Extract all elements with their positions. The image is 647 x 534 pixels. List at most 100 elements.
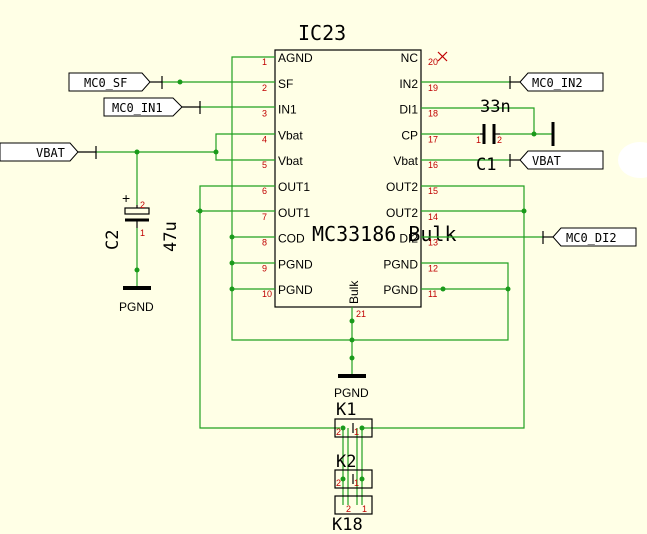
- pin-name-15: OUT2: [386, 180, 418, 194]
- net-label-mc0-in1[interactable]: MC0_IN1: [103, 97, 201, 117]
- ic-body[interactable]: [274, 49, 422, 308]
- pin-name-7: OUT1: [278, 206, 310, 220]
- net-label-vbat-right[interactable]: VBAT: [509, 150, 604, 170]
- pin-name-10: PGND: [278, 283, 313, 297]
- pin-num-8: 8: [262, 238, 267, 248]
- pin-num-14: 14: [428, 212, 438, 222]
- c1-value: 33n: [480, 97, 511, 117]
- ic-value: MC33186 Bulk: [312, 222, 457, 246]
- junction-dot: [505, 286, 511, 292]
- wire-out1: [199, 185, 340, 429]
- net-label-mc0-sf[interactable]: MC0_SF: [68, 72, 163, 92]
- k2-pin-left: 2: [336, 478, 341, 488]
- pin-name-19: IN2: [399, 77, 418, 91]
- capacitor-c1[interactable]: 1 2 33n C1: [476, 97, 511, 175]
- ground-label: PGND: [119, 300, 154, 314]
- connector-k2[interactable]: 2 1 K2: [334, 452, 373, 489]
- junction-dot: [521, 208, 527, 214]
- pin-num-15: 15: [428, 186, 438, 196]
- pin-name-3: IN1: [278, 103, 297, 117]
- junction-dot: [197, 208, 203, 214]
- pin-name-5: Vbat: [278, 154, 303, 168]
- net-label-mc0-di2[interactable]: MC0_DI2: [542, 227, 637, 247]
- pin-num-12: 12: [428, 263, 438, 273]
- wire-pgnd-loop: [231, 56, 509, 341]
- pin-name-16: Vbat: [393, 154, 418, 168]
- capacitor-c2[interactable]: + 2 1 C2 47u: [103, 190, 181, 252]
- c2-value: 47u: [161, 221, 181, 252]
- net-label-text: MC0_DI2: [566, 231, 617, 245]
- net-label-text: VBAT: [532, 154, 561, 168]
- pin-num-13: 13: [428, 238, 438, 248]
- k2-ref: K2: [336, 452, 356, 472]
- k1-pin-left: 2: [336, 427, 341, 437]
- ground-pgnd-bottom[interactable]: PGND: [334, 355, 369, 401]
- wires: [96, 56, 553, 505]
- junction-dot: [531, 131, 537, 137]
- pin-num-4: 4: [262, 134, 267, 144]
- junction-dot: [349, 318, 355, 324]
- net-label-text: VBAT: [36, 146, 65, 160]
- k18-pin-left: 2: [346, 504, 351, 514]
- net-label-text: MC0_IN1: [112, 101, 163, 115]
- connector-k1[interactable]: 2 1 K1: [334, 400, 373, 438]
- pin-num-1: 1: [262, 57, 267, 67]
- pin-name-6: OUT1: [278, 180, 310, 194]
- c2-ref: C2: [103, 230, 123, 250]
- k2-pin-right: 1: [354, 478, 359, 488]
- ground-label: PGND: [334, 386, 369, 400]
- pin-num-9: 9: [262, 263, 267, 273]
- ic23[interactable]: IC23 MC33186 Bulk AGND1SF2IN13Vbat4Vbat5…: [262, 21, 457, 319]
- k1-pin-right: 1: [354, 427, 359, 437]
- pin-name-13: DI2: [399, 232, 418, 246]
- nc-mark: [437, 51, 448, 62]
- background-blob: [618, 142, 647, 178]
- junction-dot: [229, 260, 235, 266]
- c2-pin-top: 2: [140, 200, 145, 210]
- pin-num-20: 20: [428, 57, 438, 67]
- k18-ref: K18: [332, 515, 363, 534]
- net-label-vbat-left[interactable]: VBAT: [0, 142, 97, 162]
- net-label-mc0-in2[interactable]: MC0_IN2: [509, 72, 604, 92]
- pin-num-3: 3: [262, 109, 267, 119]
- pin-name-bulk: Bulk: [347, 280, 361, 304]
- junction-dot: [440, 286, 446, 292]
- pin-name-12: PGND: [383, 257, 418, 271]
- pin-name-18: DI1: [399, 103, 418, 117]
- pin-num-21: 21: [356, 309, 366, 319]
- wire-vbat-pins: [215, 133, 275, 161]
- junction-dot: [213, 149, 219, 155]
- wire-di1: [421, 107, 535, 134]
- pin-num-5: 5: [262, 160, 267, 170]
- c1-pin-left: 1: [476, 135, 481, 145]
- k18-pin-right: 1: [362, 504, 367, 514]
- pin-num-6: 6: [262, 186, 267, 196]
- pin-num-17: 17: [428, 134, 438, 144]
- junction-dot: [134, 149, 140, 155]
- ground-pgnd-left[interactable]: PGND: [119, 267, 154, 315]
- pin-name-17: CP: [401, 128, 418, 142]
- pin-num-7: 7: [262, 212, 267, 222]
- pin-num-16: 16: [428, 160, 438, 170]
- pin-name-11: PGND: [383, 283, 418, 297]
- junction-dot: [229, 234, 235, 240]
- c2-plus: +: [122, 190, 130, 206]
- pin-num-11: 11: [428, 289, 437, 299]
- pin-num-10: 10: [262, 289, 272, 299]
- pin-name-9: PGND: [278, 257, 313, 271]
- k1-ref: K1: [336, 400, 356, 420]
- net-label-text: MC0_SF: [84, 76, 127, 90]
- ic-left-pins: AGND1SF2IN13Vbat4Vbat5OUT16OUT17COD8PGND…: [262, 51, 313, 299]
- pin-name-14: OUT2: [386, 206, 418, 220]
- pin-num-2: 2: [262, 83, 267, 93]
- junctions: [134, 79, 537, 343]
- junction-dot: [349, 337, 355, 343]
- junction-dot: [177, 79, 183, 85]
- c1-ref: C1: [476, 155, 496, 175]
- connector-k18[interactable]: 2 1 K18: [332, 495, 373, 534]
- pin-name-20: NC: [401, 51, 419, 65]
- pin-name-8: COD: [278, 232, 305, 246]
- c2-pin-bottom: 1: [140, 228, 145, 238]
